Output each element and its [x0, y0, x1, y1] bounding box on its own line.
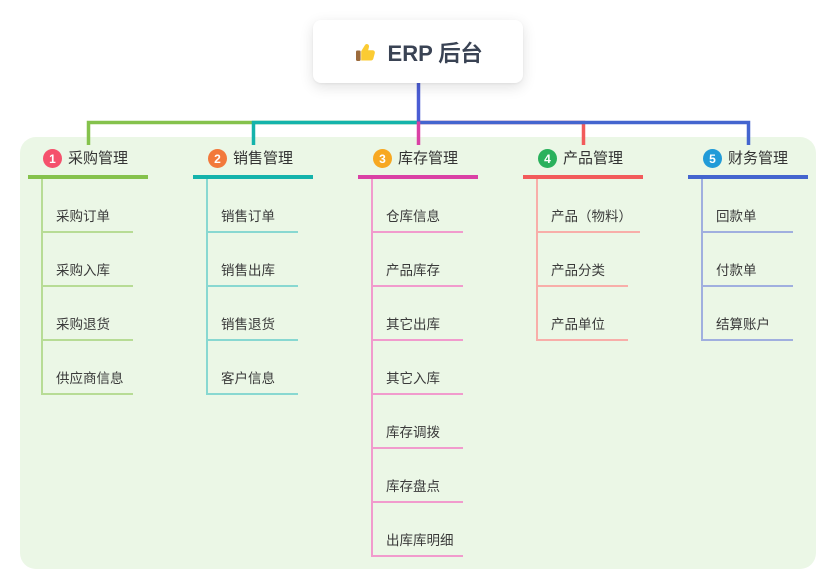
branch-topic-node[interactable]: 4 产品管理 — [523, 148, 643, 179]
child-node[interactable]: 产品库存 — [373, 233, 463, 287]
branch-children: 仓库信息产品库存其它出库其它入库库存调拨库存盘点出库库明细 — [371, 179, 463, 557]
branch-number-badge: 2 — [208, 149, 227, 168]
branch-number-badge: 4 — [538, 149, 557, 168]
child-node[interactable]: 仓库信息 — [373, 179, 463, 233]
branch-children: 回款单付款单结算账户 — [701, 179, 793, 341]
branch-topic-node[interactable]: 1 采购管理 — [28, 148, 148, 179]
child-node[interactable]: 销售订单 — [208, 179, 298, 233]
branch: 2 销售管理 销售订单销售出库销售退货客户信息 — [193, 148, 313, 395]
child-node[interactable]: 采购退货 — [43, 287, 133, 341]
child-node[interactable]: 产品单位 — [538, 287, 628, 341]
child-node[interactable]: 其它出库 — [373, 287, 463, 341]
branch: 1 采购管理 采购订单采购入库采购退货供应商信息 — [28, 148, 148, 395]
branch: 5 财务管理 回款单付款单结算账户 — [688, 148, 808, 341]
root-title: ERP 后台 — [387, 40, 483, 66]
child-node[interactable]: 出库库明细 — [373, 503, 463, 557]
branch: 4 产品管理 产品（物料）产品分类产品单位 — [523, 148, 643, 341]
child-node[interactable]: 客户信息 — [208, 341, 298, 395]
mindmap-panel — [20, 137, 816, 569]
branch-children: 采购订单采购入库采购退货供应商信息 — [41, 179, 133, 395]
branch-label: 财务管理 — [728, 150, 789, 167]
child-node[interactable]: 销售退货 — [208, 287, 298, 341]
branch-label: 产品管理 — [563, 150, 624, 167]
branch-children: 销售订单销售出库销售退货客户信息 — [206, 179, 298, 395]
branch-label: 库存管理 — [398, 150, 459, 167]
branch-topic-node[interactable]: 2 销售管理 — [193, 148, 313, 179]
child-node[interactable]: 其它入库 — [373, 341, 463, 395]
root-node[interactable]: ERP 后台 — [313, 20, 523, 83]
child-node[interactable]: 产品（物料） — [538, 179, 640, 233]
branch-number-badge: 1 — [43, 149, 62, 168]
child-node[interactable]: 库存盘点 — [373, 449, 463, 503]
child-node[interactable]: 采购订单 — [43, 179, 133, 233]
child-node[interactable]: 产品分类 — [538, 233, 628, 287]
thumbs-up-icon — [354, 40, 378, 64]
branch-number-badge: 3 — [373, 149, 392, 168]
child-node[interactable]: 库存调拨 — [373, 395, 463, 449]
child-node[interactable]: 供应商信息 — [43, 341, 133, 395]
branch-topic-node[interactable]: 3 库存管理 — [358, 148, 478, 179]
branch: 3 库存管理 仓库信息产品库存其它出库其它入库库存调拨库存盘点出库库明细 — [358, 148, 478, 557]
child-node[interactable]: 采购入库 — [43, 233, 133, 287]
branch-number-badge: 5 — [703, 149, 722, 168]
branch-label: 采购管理 — [68, 150, 129, 167]
child-node[interactable]: 付款单 — [703, 233, 793, 287]
child-node[interactable]: 回款单 — [703, 179, 793, 233]
child-node[interactable]: 销售出库 — [208, 233, 298, 287]
branch-topic-node[interactable]: 5 财务管理 — [688, 148, 808, 179]
branch-label: 销售管理 — [233, 150, 294, 167]
branch-children: 产品（物料）产品分类产品单位 — [536, 179, 640, 341]
child-node[interactable]: 结算账户 — [703, 287, 793, 341]
